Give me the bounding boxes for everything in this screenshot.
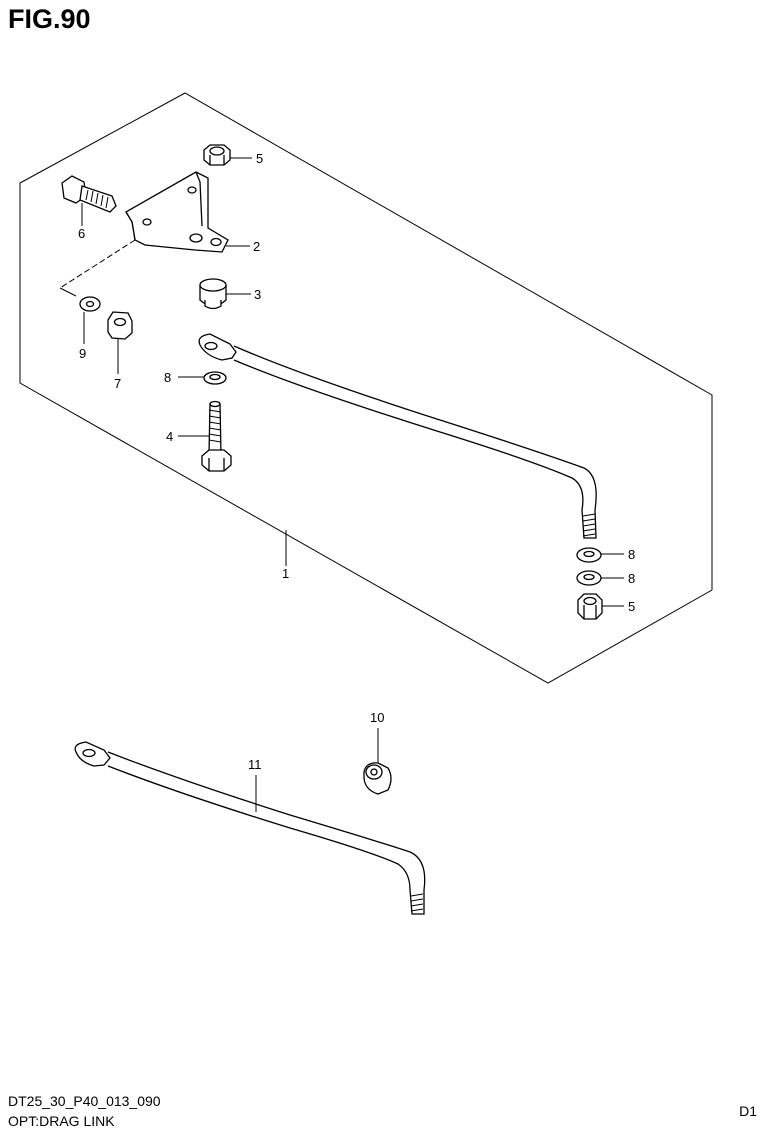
washer-part-9[interactable] bbox=[79, 296, 101, 312]
callout-1: 1 bbox=[282, 566, 289, 581]
callout-4: 4 bbox=[166, 429, 173, 444]
callout-10: 10 bbox=[370, 710, 384, 725]
callout-8-right-upper: 8 bbox=[628, 547, 635, 562]
callout-8-right-lower: 8 bbox=[628, 571, 635, 586]
nut-part-7[interactable] bbox=[107, 311, 133, 340]
leader-bracket-dashed-2 bbox=[59, 287, 77, 297]
bolt-part-6[interactable] bbox=[61, 175, 117, 213]
callout-2: 2 bbox=[253, 239, 260, 254]
callout-6: 6 bbox=[78, 226, 85, 241]
figure-title: FIG.90 bbox=[8, 4, 91, 34]
washer-part-8-right-upper[interactable] bbox=[576, 547, 602, 563]
callout-8-left: 8 bbox=[164, 370, 171, 385]
bolt-part-4[interactable] bbox=[201, 400, 232, 472]
diagram-description: OPT:DRAG LINK bbox=[8, 1113, 115, 1129]
callout-5-right: 5 bbox=[628, 599, 635, 614]
callout-5-top: 5 bbox=[256, 151, 263, 166]
leader-bracket-dashed bbox=[59, 239, 136, 289]
page-marker: D1 bbox=[739, 1103, 757, 1119]
drag-link-part-11[interactable] bbox=[74, 741, 426, 915]
drag-link-part-1[interactable] bbox=[198, 333, 597, 539]
callout-7: 7 bbox=[114, 376, 121, 391]
collar-part-3[interactable] bbox=[199, 278, 227, 310]
callout-9: 9 bbox=[79, 346, 86, 361]
callout-3: 3 bbox=[254, 287, 261, 302]
nut-part-5-top[interactable] bbox=[203, 144, 231, 166]
kit-outline bbox=[19, 92, 713, 684]
washer-part-8-right-lower[interactable] bbox=[576, 570, 602, 586]
bracket-part-2[interactable] bbox=[125, 171, 229, 253]
grommet-part-10[interactable] bbox=[363, 762, 392, 795]
diagram-code: DT25_30_P40_013_090 bbox=[8, 1093, 161, 1109]
callout-11: 11 bbox=[248, 757, 262, 772]
nut-part-5-right[interactable] bbox=[577, 593, 603, 620]
washer-part-8-left[interactable] bbox=[203, 371, 227, 385]
